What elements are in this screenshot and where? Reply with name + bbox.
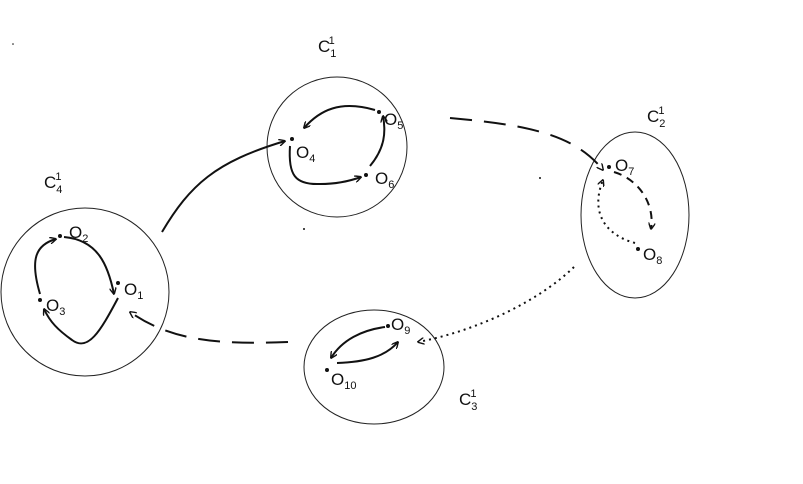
node-o5-label: O5 [384, 110, 403, 132]
node-o4-dot [290, 137, 294, 141]
cluster-c2-label: C21 [647, 105, 665, 130]
node-o1-dot [116, 281, 120, 285]
node-o9-label: O9 [391, 315, 410, 337]
node-o10-label: O10 [331, 370, 356, 392]
cluster-c2-boundary [580, 131, 690, 299]
edge-o9-to-o10 [331, 326, 386, 358]
node-o3-label: O3 [46, 296, 65, 318]
node-o8-dot [636, 247, 640, 251]
node-o3-dot [38, 298, 42, 302]
cluster-c1-label: C11 [318, 35, 336, 60]
stray-speck [303, 228, 305, 230]
edge-o2-to-o1 [63, 236, 114, 294]
edge-o3-to-o2 [34, 239, 56, 295]
cluster-c1-boundary [266, 76, 408, 218]
node-o6-label: O6 [375, 169, 394, 191]
node-o10-dot [325, 368, 329, 372]
cluster-c3-label: C31 [459, 388, 477, 413]
edge-c3-to-c4 [130, 312, 289, 344]
edge-o8-to-o7 [598, 180, 636, 244]
edge-o10-to-o9 [336, 342, 398, 364]
edge-o7-to-o8 [613, 171, 652, 229]
node-o6-dot [364, 173, 368, 177]
node-o7-dot [607, 165, 611, 169]
edge-c1-to-c2 [449, 117, 603, 170]
node-o1-label: O1 [124, 280, 143, 302]
stray-speck [539, 177, 541, 179]
node-o4-label: O4 [296, 143, 315, 165]
edge-c4-to-c1 [161, 141, 285, 233]
edge-o1-to-o3 [44, 297, 119, 345]
cluster-c3-boundary [303, 309, 445, 425]
node-o8-label: O8 [643, 245, 662, 267]
node-o2-label: O2 [69, 223, 88, 245]
edge-o5-to-o4 [304, 105, 376, 128]
edge-c2-to-c3 [418, 266, 575, 342]
node-o7-label: O7 [615, 156, 634, 178]
edge-o4-to-o6 [288, 145, 361, 186]
stray-speck [12, 43, 14, 45]
cluster-c4-label: C41 [44, 171, 62, 196]
node-o2-dot [58, 234, 62, 238]
cluster-c4-boundary [0, 207, 170, 377]
node-o5-dot [377, 110, 381, 114]
node-o9-dot [386, 324, 390, 328]
edge-o6-to-o5 [369, 116, 384, 167]
